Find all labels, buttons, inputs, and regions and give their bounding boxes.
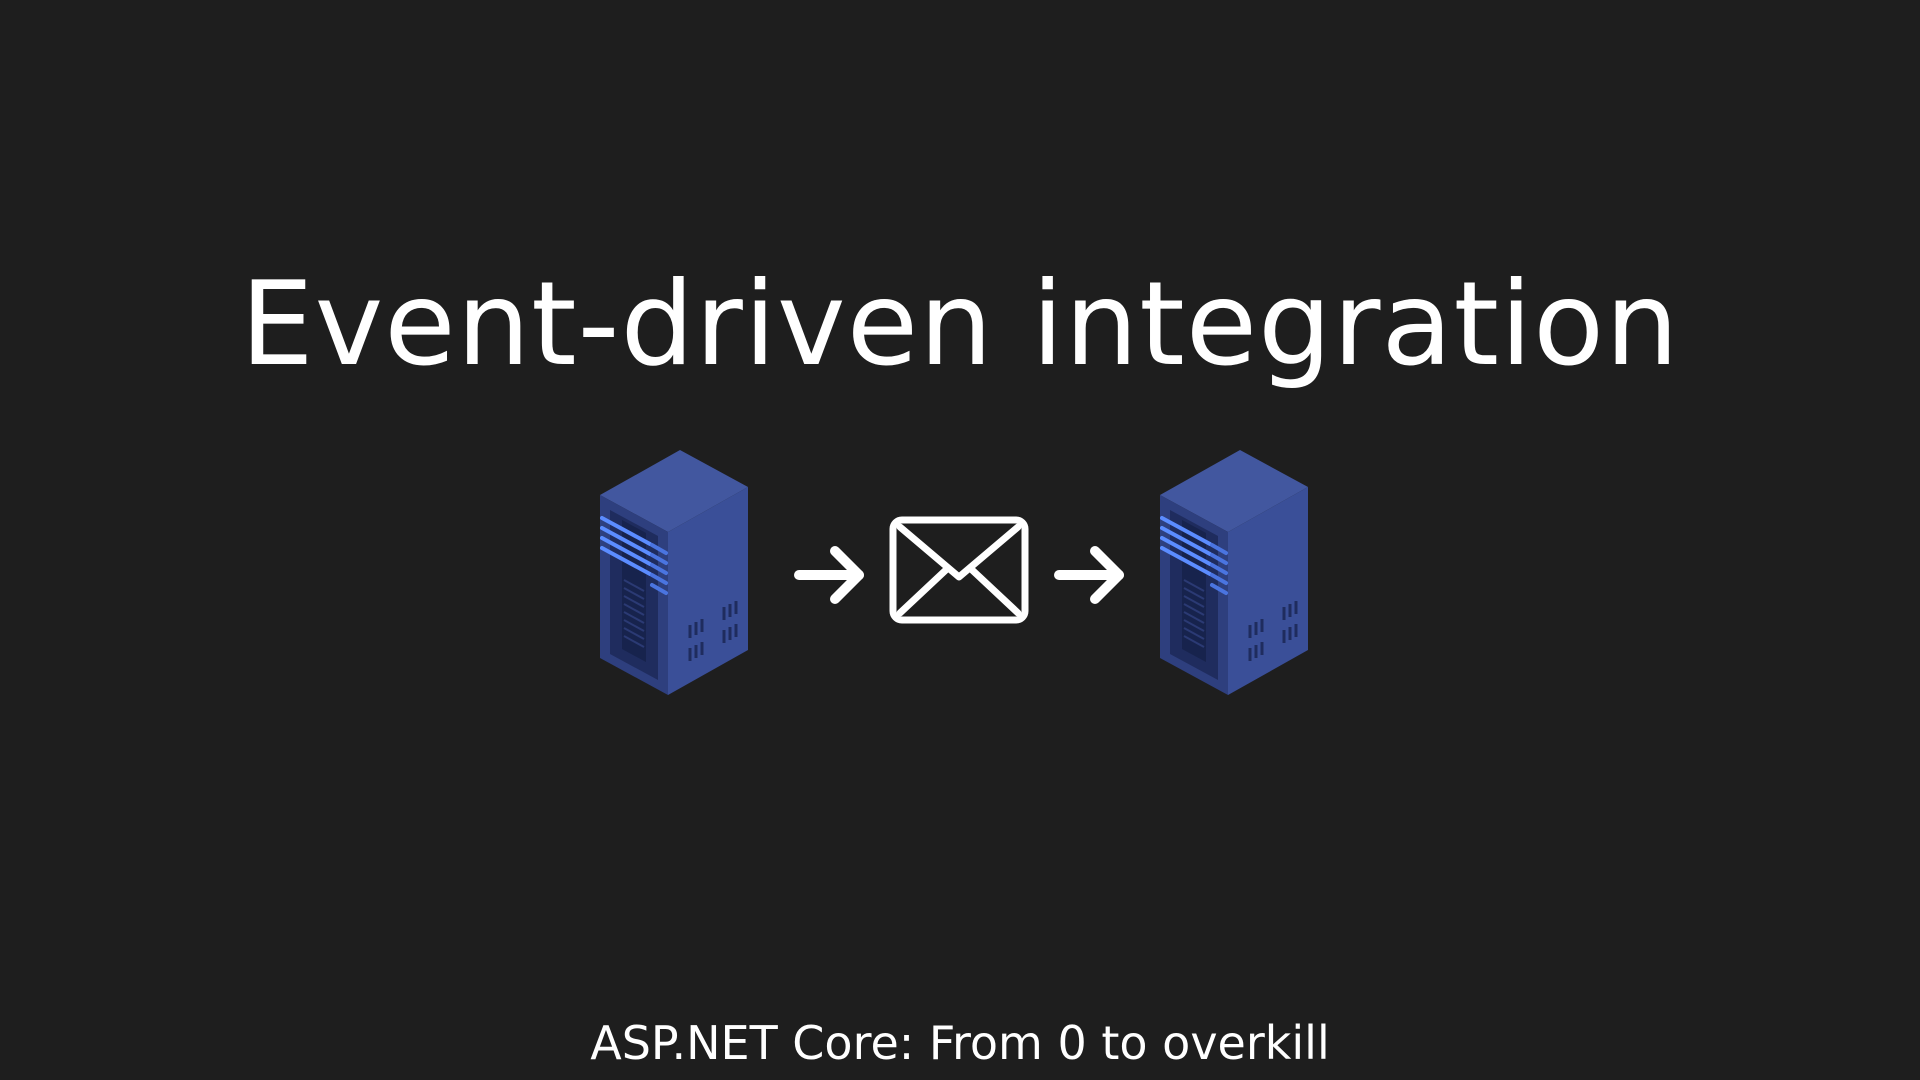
event-flow-diagram [0,440,1920,700]
slide-title: Event-driven integration [240,257,1680,392]
destination-server-icon [1160,450,1320,695]
envelope-icon [888,515,1030,625]
arrow-right-icon [1053,543,1129,607]
slide-footer: ASP.NET Core: From 0 to overkill [590,1016,1330,1070]
arrow-right-icon [793,543,869,607]
source-server-icon [600,450,760,695]
